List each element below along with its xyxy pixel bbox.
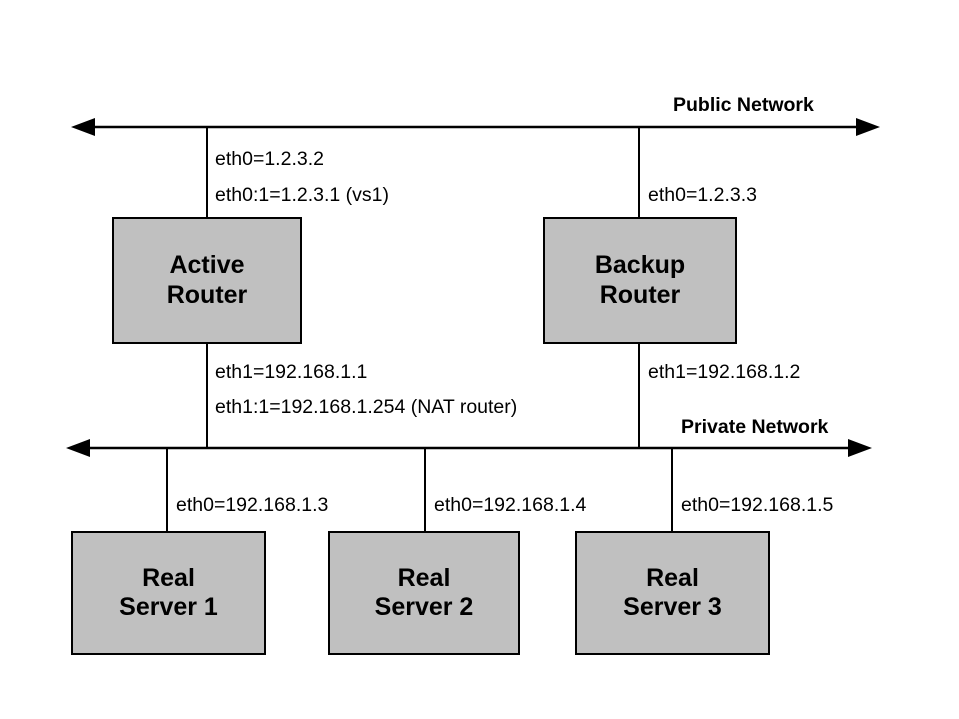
backup-router-private-iface-0: eth1=192.168.1.2 <box>648 361 801 383</box>
private-network-label: Private Network <box>681 416 829 438</box>
real-server-2-box[interactable]: Real Server 2 <box>328 531 520 655</box>
real-server-3-box[interactable]: Real Server 3 <box>575 531 770 655</box>
backup-router-label-line2: Router <box>599 280 681 309</box>
active-router-box[interactable]: Active Router <box>112 217 302 344</box>
real-server-2-label-line1: Real <box>397 563 451 592</box>
real-server-3-iface: eth0=192.168.1.5 <box>681 494 834 516</box>
active-router-label-line1: Active <box>169 251 245 279</box>
real-server-1-label-line1: Real <box>142 563 195 592</box>
public-network-left-arrowhead <box>71 118 95 136</box>
real-server-2-iface: eth0=192.168.1.4 <box>434 494 587 516</box>
public-network-label: Public Network <box>673 94 814 116</box>
real-server-2-label-line2: Server 2 <box>374 593 474 621</box>
real-server-1-box[interactable]: Real Server 1 <box>71 531 266 655</box>
private-network-right-arrowhead <box>848 439 872 457</box>
active-router-public-iface-0: eth0=1.2.3.2 <box>215 148 324 170</box>
private-network-left-arrowhead <box>66 439 90 457</box>
real-server-1-iface: eth0=192.168.1.3 <box>176 494 329 516</box>
real-server-3-label-line1: Real <box>646 563 699 592</box>
public-network-right-arrowhead <box>856 118 880 136</box>
real-server-3-label-line2: Server 3 <box>623 593 722 621</box>
active-router-private-iface-1: eth1:1=192.168.1.254 (NAT router) <box>215 396 518 418</box>
backup-router-label-line1: Backup <box>594 251 686 279</box>
active-router-label-line2: Router <box>166 280 248 309</box>
active-router-public-iface-1: eth0:1=1.2.3.1 (vs1) <box>215 184 389 206</box>
real-server-1-label-line2: Server 1 <box>119 593 218 621</box>
active-router-private-iface-0: eth1=192.168.1.1 <box>215 361 368 383</box>
backup-router-public-iface-0: eth0=1.2.3.3 <box>648 184 757 206</box>
backup-router-box[interactable]: Backup Router <box>543 217 737 344</box>
